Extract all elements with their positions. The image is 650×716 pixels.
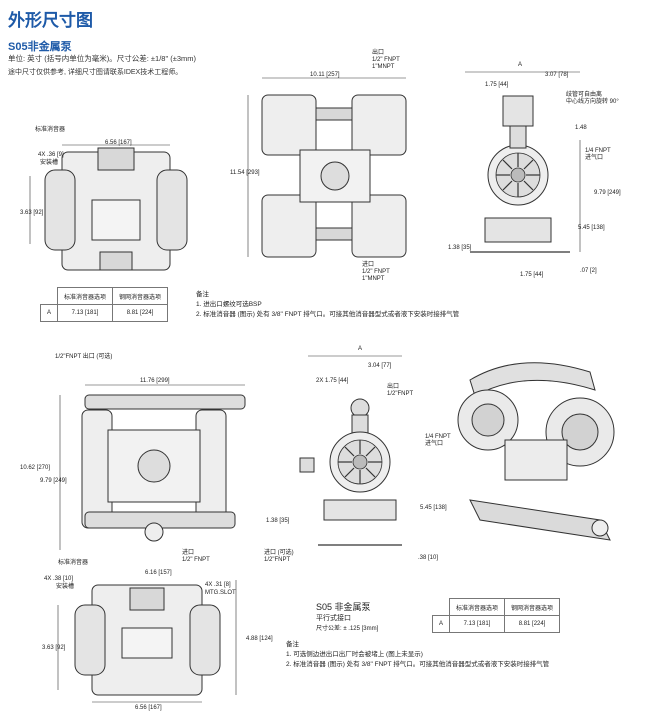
side-view-drawing xyxy=(465,71,581,253)
dim-width-front: 10.11 [257] xyxy=(310,72,340,78)
side-dim-07: .07 [2] xyxy=(580,268,597,274)
side-view-2-drawing xyxy=(299,355,402,546)
dim-h2-front-2: 9.79 [249] xyxy=(40,478,67,484)
dim-h1-front-2: 10.62 [270] xyxy=(20,465,51,471)
rotate-note: 歧管可自由离中心线方向旋转 90° xyxy=(566,92,619,105)
dim-height-top: 3.63 [92] xyxy=(20,210,44,216)
reference-note: 途中尺寸仅供参考, 详细尺寸图请联系IDEX技术工程师。 xyxy=(8,69,183,76)
side-dim-A: A xyxy=(518,62,523,68)
dim-width-top: 6.56 [167] xyxy=(105,140,132,146)
page-title: 外形尺寸图 xyxy=(8,11,93,30)
side-dim-545: 5.45 [138] xyxy=(578,225,605,231)
section1-heading: S05非金属泵 xyxy=(8,41,72,53)
muffler-label-2: 标准消音器 xyxy=(58,560,89,566)
pump-isometric-drawing xyxy=(457,362,615,541)
bottom-view-drawing xyxy=(57,580,237,703)
side2-dim-545: 5.45 [138] xyxy=(420,505,447,511)
side-dim-175b: 1.75 [44] xyxy=(520,272,544,278)
side-dim-138: 1.38 [35] xyxy=(448,245,472,251)
side-dim-307: 3.07 [78] xyxy=(545,72,569,78)
bottom-dim-656: 6.56 [167] xyxy=(135,705,162,711)
bottom-slot-dim: 4X .38 [10] xyxy=(44,576,74,582)
top-view-drawing xyxy=(29,144,188,271)
units-note: 单位: 英寸 (括号内单位为毫米)。尺寸公差: ±1/8" (±3mm) xyxy=(8,54,196,63)
front-view-2-drawing xyxy=(59,384,246,550)
notes-1: 备注 1. 进出口螺纹可选BSP 2. 标准消音器 (图示) 处有 3/8" F… xyxy=(196,291,460,318)
side2-dim-A: A xyxy=(358,346,363,352)
front-view-drawing xyxy=(247,77,407,258)
bottom-mtg-label: MTG.SLOT xyxy=(205,590,236,596)
bottom-dim-488: 4.88 [124] xyxy=(246,636,273,642)
slot-dim: 4X .36 [9] xyxy=(38,152,64,158)
side-dim-979: 9.79 [249] xyxy=(594,190,621,196)
side2-dim-2x175: 2X 1.75 [44] xyxy=(316,378,349,384)
caption-2: S05 非金属泵 平行式接口 尺寸公差: ± .125 [3mm] xyxy=(316,602,379,632)
bottom-mtg-dim: 4X .31 [8] xyxy=(205,582,231,588)
bottom-dim-616: 6.16 [157] xyxy=(145,570,172,576)
bottom-slot-label: 安装槽 xyxy=(56,584,75,590)
dim-height-front: 11.54 [293] xyxy=(230,170,260,176)
bottom-dim-363: 3.63 [92] xyxy=(42,645,66,651)
side2-dim-304: 3.04 [77] xyxy=(368,363,392,369)
side-dim-148: 1.48 xyxy=(575,125,587,131)
side-dim-175: 1.75 [44] xyxy=(485,82,509,88)
outlet-opt-label: 1/2"FNPT 出口 (可选) xyxy=(55,354,113,360)
side2-dim-38: .38 [10] xyxy=(418,555,439,561)
dim-width-front-2: 11.76 [299] xyxy=(140,378,170,384)
notes-2: 备注 1. 可选侧边进出口出厂时会被堵上 (图上未显示) 2. 标准消音器 (图… xyxy=(286,641,550,668)
muffler-label: 标准消音器 xyxy=(35,127,66,133)
slot-label: 安装槽 xyxy=(40,160,59,166)
inlet-opt-label-2: 进口 (可选)1/2"FNPT xyxy=(264,550,294,563)
dim-138-front-2: 1.38 [35] xyxy=(266,518,290,524)
